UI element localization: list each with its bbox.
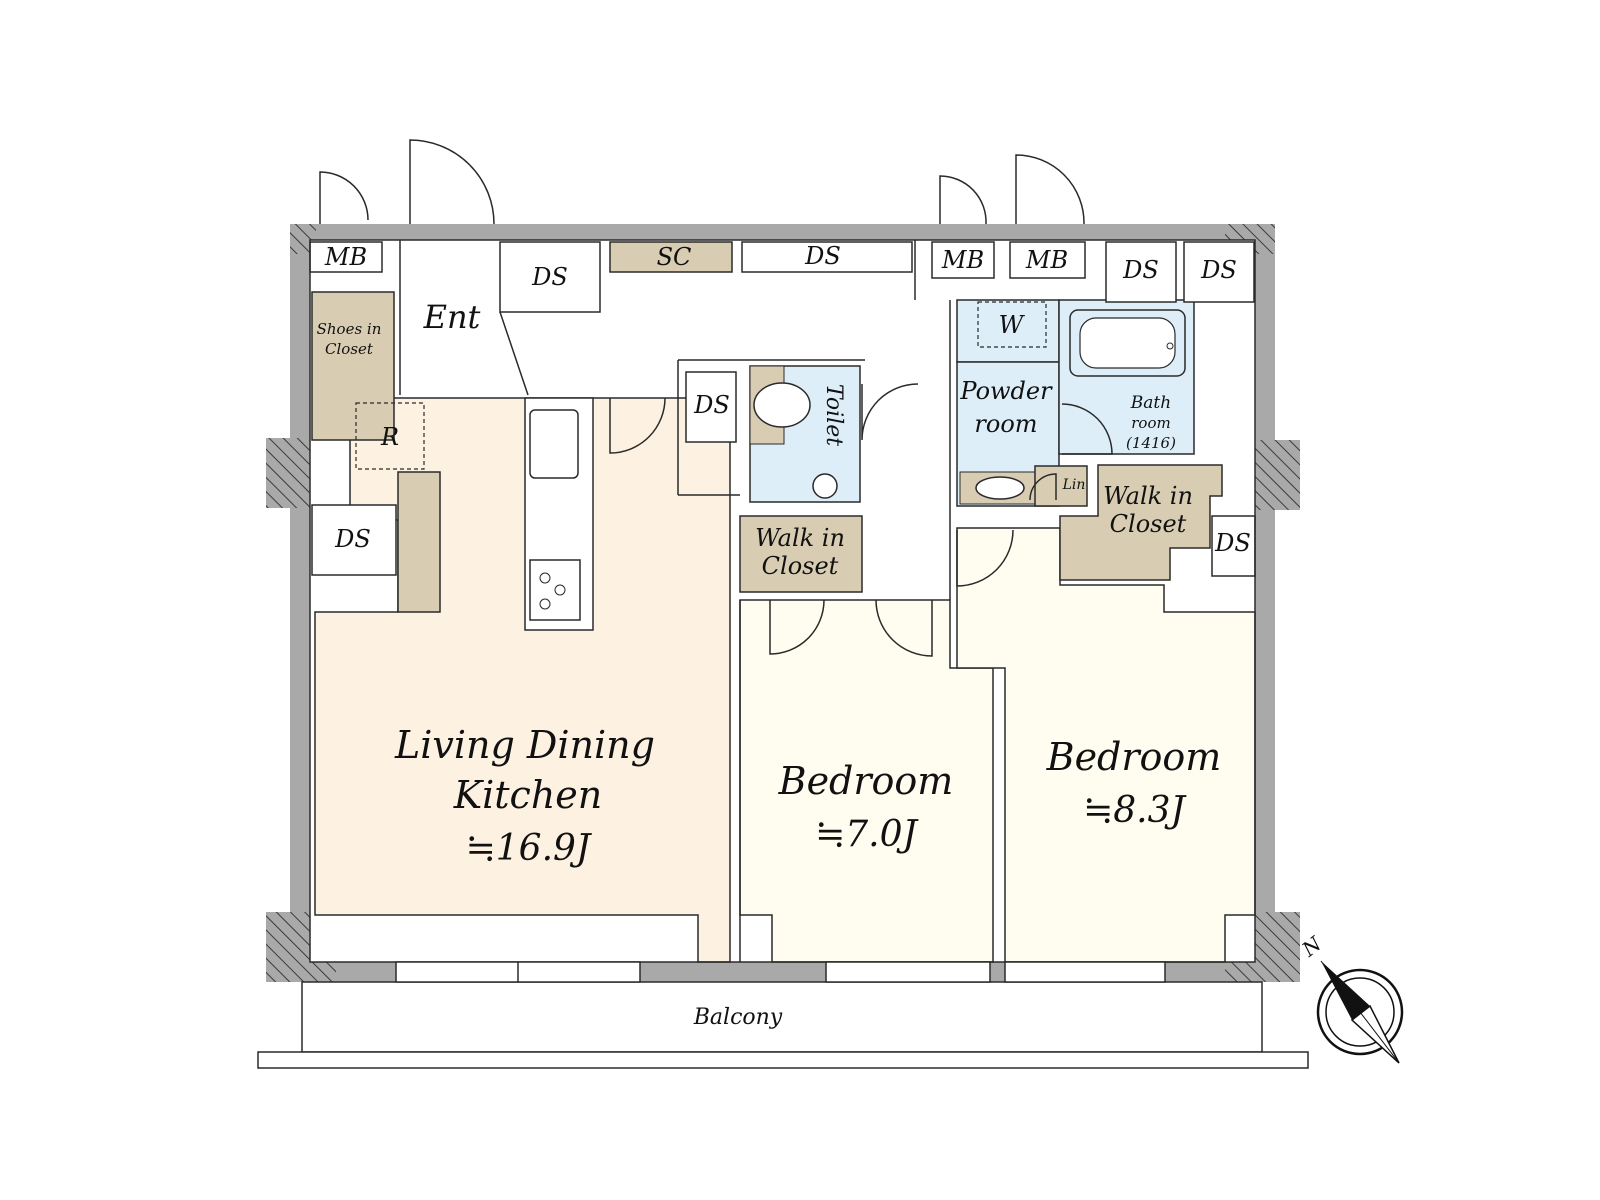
ldk-floor: [314, 397, 731, 963]
ds-label-3: DS: [1122, 256, 1159, 284]
shoes-label-2: Closet: [325, 340, 374, 358]
bath-size-label: (1416): [1126, 434, 1176, 452]
walk-in-center-label-1: Walk in: [755, 524, 845, 552]
bath-label-2: room: [1131, 414, 1170, 432]
ds-label-2: DS: [804, 242, 841, 270]
ds-box-1: [499, 241, 601, 313]
bath-label-1: Bath: [1130, 393, 1171, 413]
mb-label-2: MB: [941, 246, 984, 274]
compass-icon: N: [1297, 931, 1404, 1064]
ent-label: Ent: [423, 298, 481, 336]
bedroom-center-name: Bedroom: [778, 759, 954, 803]
ds-label-7: DS: [1214, 529, 1251, 557]
washer-box: [977, 301, 1047, 348]
linen-closet: [1034, 465, 1088, 507]
burner: [539, 598, 551, 610]
sc-closet: [609, 241, 733, 273]
kitchen-sink: [529, 409, 579, 479]
shoes-label-1: Shoes in: [317, 320, 382, 338]
doors: [319, 139, 1113, 657]
ldk-name-line1: Living Dining: [394, 723, 655, 767]
walk-in-right-label-2: Closet: [1110, 510, 1187, 538]
ldk-name-line2: Kitchen: [453, 773, 603, 817]
bathtub-drain: [1166, 342, 1174, 350]
ds-label-4: DS: [1200, 256, 1237, 284]
ldk-area: ≒16.9J: [466, 828, 593, 869]
ds-box-2: [741, 241, 913, 273]
windows: [395, 961, 1166, 983]
shoes-closet: [311, 291, 395, 441]
lin-label: Lin: [1062, 477, 1086, 493]
w-label: W: [999, 311, 1026, 339]
burner: [554, 584, 566, 596]
ds-box-7: [1211, 515, 1256, 577]
ds-box-4: [1183, 241, 1255, 303]
mb-label-1: MB: [324, 243, 367, 271]
sc-label: SC: [657, 243, 692, 271]
bathtub-inner: [1079, 317, 1176, 369]
r-label: R: [380, 423, 399, 451]
fridge-niche: [397, 471, 441, 613]
walk-in-right-label-1: Walk in: [1103, 482, 1193, 510]
ds-label-5: DS: [334, 525, 371, 553]
ds-label-6: DS: [693, 391, 730, 419]
walk-in-center-label-2: Closet: [762, 552, 839, 580]
balcony-label: Balcony: [693, 1005, 783, 1030]
mb-box-1: [309, 241, 383, 273]
walk-in-closet-right: [1059, 464, 1223, 581]
toilet-sink: [812, 473, 838, 499]
vanity-sink: [975, 476, 1025, 500]
mb-box-2: [931, 241, 995, 279]
north-label: N: [1297, 931, 1328, 962]
ds-label-1: DS: [531, 263, 568, 291]
ds-box-6: [685, 371, 737, 443]
toilet-label: Toilet: [821, 384, 846, 446]
refrigerator-space: [355, 402, 425, 470]
powder-label-1: Powder: [959, 377, 1053, 405]
mb-box-3: [1009, 241, 1086, 279]
partitions: [309, 239, 1256, 963]
powder-label-2: room: [974, 410, 1037, 438]
bedroom-right-area: ≒8.3J: [1083, 790, 1187, 831]
burner: [539, 572, 551, 584]
balcony-rail: [257, 1051, 1309, 1069]
bedroom-right-name: Bedroom: [1046, 735, 1222, 779]
ds-box-5: [311, 504, 397, 576]
walk-in-closet-center: [739, 515, 863, 593]
balcony-floor: [301, 981, 1263, 1053]
mb-label-3: MB: [1025, 246, 1068, 274]
toilet-bowl: [753, 382, 811, 428]
bedroom-center-area: ≒7.0J: [815, 814, 919, 855]
ds-box-3: [1105, 241, 1177, 303]
